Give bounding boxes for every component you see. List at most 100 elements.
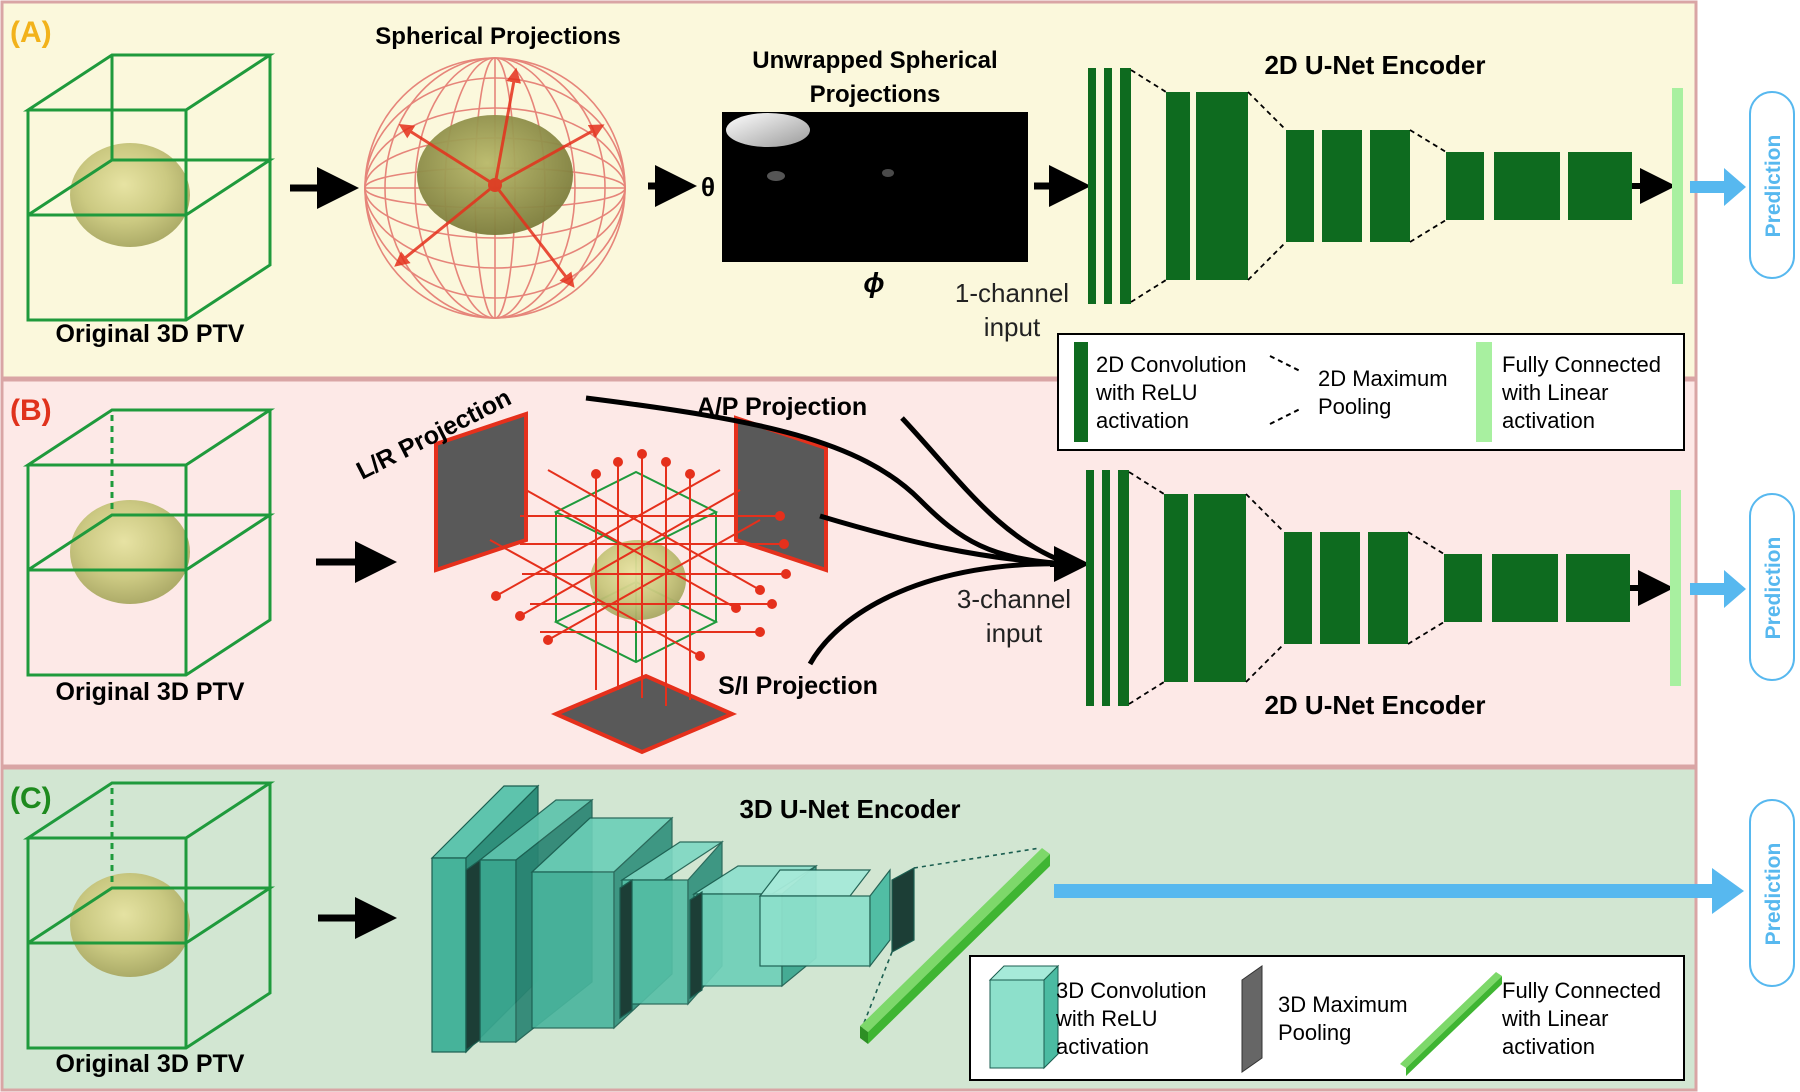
conv-block [1196, 92, 1222, 280]
input-label-a-line2: input [984, 312, 1041, 342]
brain-in-sphere [417, 115, 573, 235]
fully-connected-3d [860, 848, 1050, 1044]
prediction-output-c: Prediction [1749, 799, 1795, 987]
cube-caption-c: Original 3D PTV [56, 1050, 245, 1078]
fully-connected-layer-b [1670, 490, 1681, 686]
svg-text:Pooling: Pooling [1318, 394, 1391, 419]
conv3d-block [758, 868, 891, 968]
si-projection-plane [550, 673, 738, 755]
legend-fc-swatch [1476, 342, 1492, 442]
conv-block [1494, 152, 1560, 220]
input-label-b-line2: input [986, 618, 1043, 648]
prediction-arrow-c [1054, 868, 1744, 914]
legend-2d: 2D Convolution with ReLU activation 2D M… [1057, 333, 1685, 451]
legend-pool-swatch-bottom [1269, 407, 1303, 425]
svg-text:activation: activation [1096, 408, 1189, 433]
legend-3d: 3D Convolution with ReLU activation 3D M… [969, 955, 1685, 1081]
encoder-3d [430, 784, 915, 1054]
conv-block [1568, 152, 1632, 220]
maxpool3d-slab [619, 878, 633, 1020]
unwrapped-title-line2: Projections [810, 81, 941, 108]
svg-text:with ReLU: with ReLU [1095, 380, 1197, 405]
original-ptv-cube-c [22, 781, 276, 1050]
conv-block [1368, 532, 1408, 644]
conv-block [1222, 92, 1248, 280]
svg-text:2D Convolution: 2D Convolution [1096, 352, 1246, 377]
legend-conv-swatch [1074, 342, 1088, 442]
encoder-title-b: 2D U-Net Encoder [1264, 690, 1485, 720]
svg-text:activation: activation [1056, 1034, 1149, 1059]
prediction-output-a: Prediction [1749, 91, 1795, 279]
conv-block [1088, 68, 1096, 304]
projection-rays [394, 67, 605, 288]
conv-block [1566, 554, 1630, 622]
theta-label: θ [701, 172, 715, 202]
conv-block [1322, 130, 1362, 242]
prediction-arrow-b [1690, 570, 1746, 608]
conv-block [1166, 92, 1190, 280]
panel-a-label: (A) [10, 16, 52, 49]
panel-c-label: (C) [10, 782, 52, 815]
svg-text:3D Maximum: 3D Maximum [1278, 992, 1408, 1017]
prediction-arrow-a [1690, 168, 1746, 206]
conv-block [1086, 470, 1094, 706]
svg-text:Fully Connected: Fully Connected [1502, 352, 1661, 377]
conv-block [1320, 532, 1360, 644]
brain-in-projections [590, 540, 686, 620]
fc-connector-lines [861, 847, 1041, 1029]
original-ptv-cube-b [22, 408, 276, 677]
encoder-title-c: 3D U-Net Encoder [739, 794, 960, 824]
panel-a: (A) Original 3D PTV Spherical Projection… [0, 0, 1795, 380]
brain-volume-b [70, 500, 190, 604]
fully-connected-layer-a [1672, 88, 1683, 284]
unwrapped-title-line1: Unwrapped Spherical [752, 47, 997, 74]
encoder-2d-b [1086, 470, 1630, 706]
cube-caption-b: Original 3D PTV [56, 678, 245, 706]
panel-c: (C) Original 3D PTV 3D U-Net Encoder [0, 766, 1795, 1092]
maxpool3d-slab [891, 866, 915, 954]
brain-volume-c [70, 873, 190, 977]
legend-fc3d-swatch [1400, 972, 1502, 1076]
svg-text:Prediction: Prediction [1762, 843, 1785, 946]
panel-b-label: (B) [10, 394, 52, 427]
ap-projection-plane [734, 415, 828, 573]
conv-block [1104, 68, 1112, 304]
conv-block [1194, 494, 1220, 682]
svg-text:Fully Connected: Fully Connected [1502, 978, 1661, 1003]
input-label-a-line1: 1-channel [955, 278, 1069, 308]
svg-text:Pooling: Pooling [1278, 1020, 1351, 1045]
panel-b: (B) Original 3D PTV [0, 378, 1795, 768]
svg-text:3D Convolution: 3D Convolution [1056, 978, 1206, 1003]
cube-caption-a: Original 3D PTV [56, 320, 245, 348]
svg-text:with Linear: with Linear [1501, 380, 1608, 405]
conv-block [1102, 470, 1110, 706]
encoder-title-a: 2D U-Net Encoder [1264, 50, 1485, 80]
conv-block [1118, 470, 1129, 706]
conv-block [1120, 68, 1131, 304]
conv-block [1370, 130, 1410, 242]
channel-merge-curves [585, 395, 1071, 666]
conv-block [1492, 554, 1558, 622]
svg-text:activation: activation [1502, 1034, 1595, 1059]
svg-text:with ReLU: with ReLU [1055, 1006, 1157, 1031]
si-projection-label: S/I Projection [718, 672, 878, 700]
conv-block [1284, 532, 1312, 644]
svg-text:Prediction: Prediction [1762, 135, 1785, 238]
conv-block [1286, 130, 1314, 242]
original-ptv-cube-a [22, 53, 276, 322]
svg-text:activation: activation [1502, 408, 1595, 433]
conv-block [1446, 152, 1484, 220]
conv-block [1164, 494, 1188, 682]
input-label-b-line1: 3-channel [957, 584, 1071, 614]
orthogonal-projection-setup [434, 411, 828, 755]
maxpool3d-slab [689, 890, 703, 1000]
legend-pool-swatch-top [1269, 355, 1303, 373]
phi-label: ϕ [863, 267, 884, 298]
pooling-lines-a [1130, 69, 1447, 303]
encoder-2d-a [1088, 68, 1632, 304]
svg-text:Prediction: Prediction [1762, 537, 1785, 640]
maxpool3d-slab [465, 858, 481, 1052]
legend-maxpool3d-swatch [1241, 965, 1263, 1073]
legend-conv3d-swatch [988, 964, 1060, 1070]
